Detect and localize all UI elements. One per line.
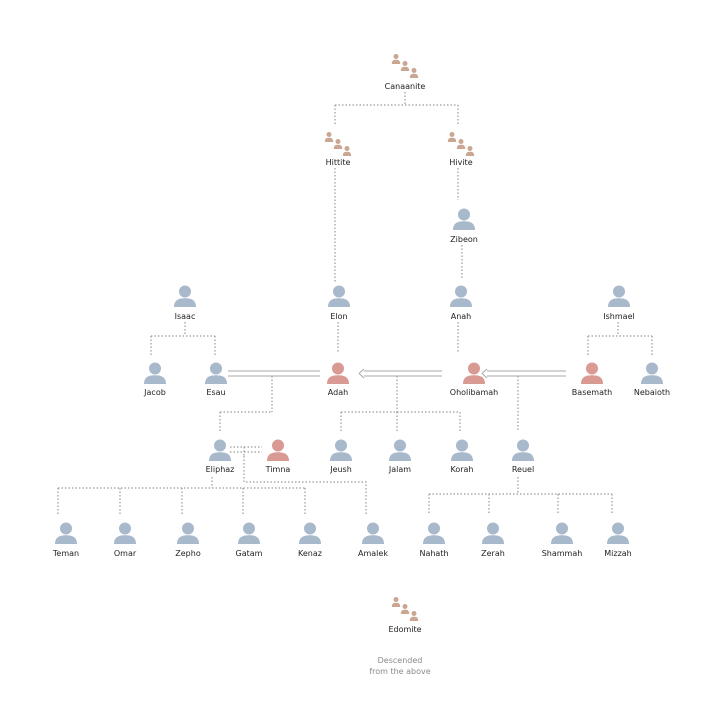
person-label: Reuel bbox=[512, 465, 534, 474]
person-nebaioth: Nebaioth bbox=[634, 362, 670, 397]
person-kenaz: Kenaz bbox=[298, 522, 322, 558]
marriage-lines bbox=[228, 368, 566, 379]
person-label: Gatam bbox=[236, 549, 263, 558]
person-basemath: Basemath bbox=[572, 362, 612, 397]
person-jacob: Jacob bbox=[143, 362, 166, 397]
person-icon bbox=[174, 285, 196, 307]
person-icon bbox=[581, 362, 603, 384]
person-label: Eliphaz bbox=[206, 465, 235, 474]
people-group-icon bbox=[447, 132, 475, 156]
person-label: Zepho bbox=[175, 549, 201, 558]
person-icon bbox=[327, 362, 349, 384]
person-nahath: Nahath bbox=[419, 522, 449, 558]
person-zepho: Zepho bbox=[175, 522, 201, 558]
person-icon bbox=[453, 208, 475, 230]
person-korah: Korah bbox=[450, 439, 474, 474]
canaanite-label: Canaanite bbox=[385, 82, 426, 91]
person-label: Jeush bbox=[329, 465, 352, 474]
person-label: Zerah bbox=[481, 549, 505, 558]
person-ishmael: Ishmael bbox=[603, 285, 635, 321]
hittite-label: Hittite bbox=[326, 158, 351, 167]
person-icon bbox=[330, 439, 352, 461]
person-timna: Timna bbox=[265, 439, 291, 474]
person-icon bbox=[463, 362, 485, 384]
person-label: Elon bbox=[330, 312, 347, 321]
person-label: Nebaioth bbox=[634, 388, 670, 397]
hivite-node: Hivite bbox=[447, 132, 475, 167]
person-label: Oholibamah bbox=[450, 388, 498, 397]
edomite-label: Edomite bbox=[388, 625, 421, 634]
person-icon bbox=[362, 522, 384, 544]
person-icon bbox=[607, 522, 629, 544]
person-label: Omar bbox=[114, 549, 137, 558]
person-icon bbox=[144, 362, 166, 384]
connector-lines bbox=[57, 92, 653, 515]
person-icon bbox=[55, 522, 77, 544]
person-amalek: Amalek bbox=[358, 522, 388, 558]
descent-note-line-1: Descended bbox=[378, 656, 423, 665]
person-icon bbox=[209, 439, 231, 461]
person-icon bbox=[641, 362, 663, 384]
person-icon bbox=[177, 522, 199, 544]
descent-note-line-2: from the above bbox=[369, 667, 430, 676]
hittite-node: Hittite bbox=[324, 132, 352, 167]
person-icon bbox=[608, 285, 630, 307]
person-icon bbox=[551, 522, 573, 544]
person-label: Ishmael bbox=[603, 312, 634, 321]
person-jeush: Jeush bbox=[329, 439, 352, 474]
person-esau: Esau bbox=[205, 362, 227, 397]
person-icon bbox=[267, 439, 289, 461]
person-reuel: Reuel bbox=[512, 439, 534, 474]
edomite-node: Edomite bbox=[388, 597, 422, 634]
person-oholibamah: Oholibamah bbox=[450, 362, 498, 397]
person-anah: Anah bbox=[450, 285, 472, 321]
person-shammah: Shammah bbox=[542, 522, 583, 558]
person-label: Korah bbox=[450, 465, 473, 474]
people-group-icon bbox=[324, 132, 352, 156]
person-label: Kenaz bbox=[298, 549, 322, 558]
person-label: Teman bbox=[52, 549, 79, 558]
person-icon bbox=[451, 439, 473, 461]
person-label: Esau bbox=[206, 388, 225, 397]
person-zerah: Zerah bbox=[481, 522, 505, 558]
hivite-label: Hivite bbox=[449, 158, 472, 167]
person-icon bbox=[328, 285, 350, 307]
person-teman: Teman bbox=[52, 522, 79, 558]
person-label: Amalek bbox=[358, 549, 388, 558]
person-label: Timna bbox=[265, 465, 291, 474]
person-icon bbox=[299, 522, 321, 544]
person-adah: Adah bbox=[327, 362, 349, 397]
people-group-icon bbox=[391, 597, 419, 621]
person-jalam: Jalam bbox=[388, 439, 411, 474]
person-label: Jacob bbox=[143, 388, 166, 397]
person-label: Isaac bbox=[175, 312, 196, 321]
person-elon: Elon bbox=[328, 285, 350, 321]
descent-note: Descended from the above bbox=[369, 656, 430, 676]
person-icon bbox=[114, 522, 136, 544]
person-gatam: Gatam bbox=[236, 522, 263, 558]
person-icon bbox=[512, 439, 534, 461]
person-icon bbox=[389, 439, 411, 461]
person-mizzah: Mizzah bbox=[604, 522, 632, 558]
person-label: Mizzah bbox=[604, 549, 632, 558]
person-label: Zibeon bbox=[450, 235, 478, 244]
person-label: Jalam bbox=[388, 465, 411, 474]
person-icon bbox=[450, 285, 472, 307]
person-zibeon: Zibeon bbox=[450, 208, 478, 244]
person-icon bbox=[482, 522, 504, 544]
person-icon bbox=[238, 522, 260, 544]
person-label: Shammah bbox=[542, 549, 583, 558]
people-group-icon bbox=[391, 54, 419, 78]
person-label: Nahath bbox=[419, 549, 448, 558]
person-label: Adah bbox=[328, 388, 348, 397]
person-eliphaz: Eliphaz bbox=[206, 439, 235, 474]
person-omar: Omar bbox=[114, 522, 137, 558]
person-icon bbox=[423, 522, 445, 544]
canaanite-node: Canaanite bbox=[385, 54, 426, 91]
person-icon bbox=[205, 362, 227, 384]
person-label: Anah bbox=[451, 312, 472, 321]
person-isaac: Isaac bbox=[174, 285, 196, 321]
person-label: Basemath bbox=[572, 388, 612, 397]
